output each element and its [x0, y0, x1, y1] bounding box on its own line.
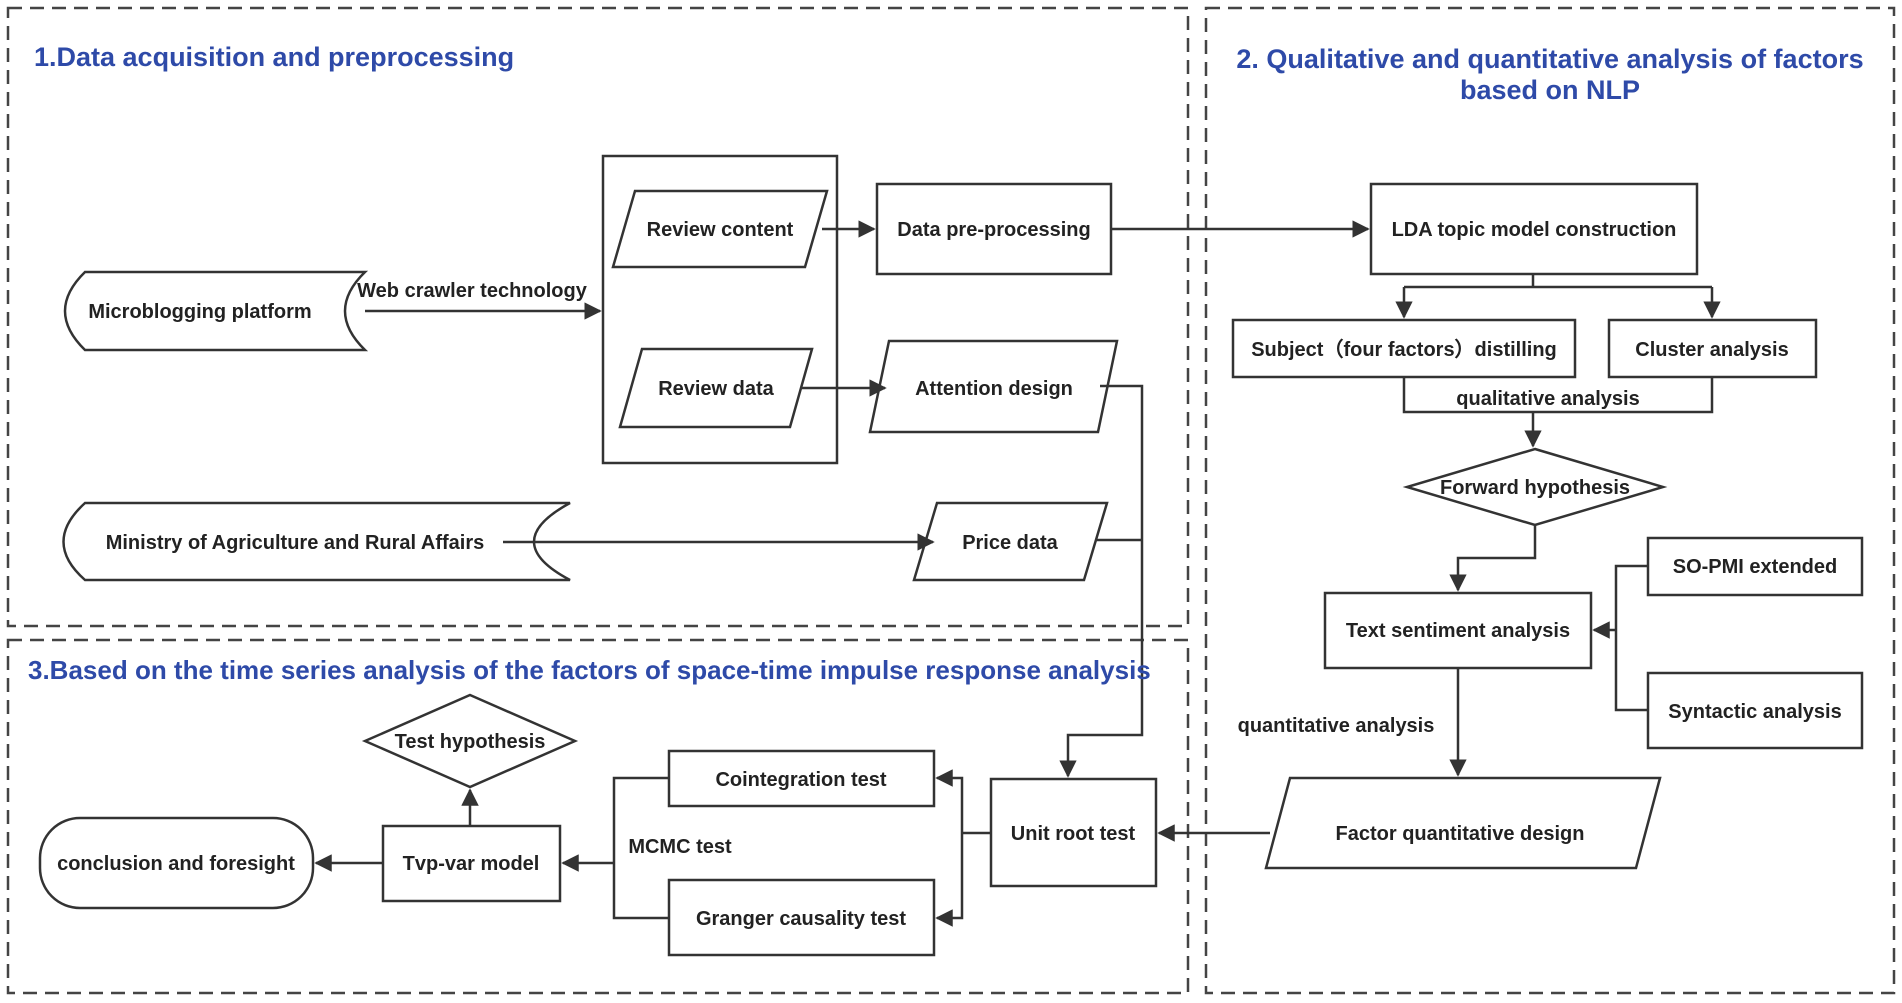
- edge-attention-unitroot: [1059, 384, 1144, 778]
- test-hypothesis-label: Test hypothesis: [395, 731, 546, 753]
- mcmc-label: MCMC test: [628, 836, 732, 858]
- cluster-analysis-label: Cluster analysis: [1635, 339, 1788, 361]
- review-content-label: Review content: [647, 219, 794, 241]
- edge-unitroot-cointegration: [935, 769, 964, 833]
- conclusion-shape: [38, 816, 315, 910]
- so-pmi-label: SO-PMI extended: [1673, 556, 1837, 578]
- section-3-box: [6, 638, 1190, 995]
- microblogging-platform-label: Microblogging platform: [88, 301, 311, 323]
- syntactic-analysis-label: Syntactic analysis: [1668, 701, 1841, 723]
- section-2-title-line2: based on NLP: [1459, 75, 1641, 105]
- section-2-title: 2. Qualitative and quantitative analysis…: [1210, 44, 1890, 106]
- forward-hypothesis-label: Forward hypothesis: [1440, 477, 1630, 499]
- conclusion-label: conclusion and foresight: [57, 853, 295, 875]
- data-preprocessing-label: Data pre-processing: [897, 219, 1090, 241]
- review-data-shape: [618, 347, 814, 429]
- qualitative-label: qualitative analysis: [1456, 388, 1639, 410]
- granger-shape: [667, 878, 936, 957]
- section-1-box: [6, 6, 1190, 628]
- cointegration-shape: [667, 749, 936, 808]
- price-data-shape: [912, 501, 1109, 582]
- edge-tests-join: [612, 776, 669, 920]
- tvp-var-label: Tvp-var model: [403, 853, 540, 875]
- ministry-shape: [62, 501, 571, 582]
- section-2-title-line1: 2. Qualitative and quantitative analysis…: [1236, 44, 1864, 74]
- attention-design-label: Attention design: [915, 378, 1073, 400]
- subject-distilling-shape: [1231, 318, 1577, 379]
- lda-label: LDA topic model construction: [1392, 219, 1677, 241]
- quantitative-label: quantitative analysis: [1238, 715, 1435, 737]
- attention-design-shape: [868, 339, 1119, 434]
- factor-quantitative-shape: [1264, 776, 1662, 870]
- cluster-analysis-shape: [1607, 318, 1818, 379]
- edge-forward-sentiment: [1449, 525, 1537, 592]
- price-data-label: Price data: [962, 532, 1058, 554]
- ministry-label: Ministry of Agriculture and Rural Affair…: [106, 532, 485, 554]
- section-3-title: 3.Based on the time series analysis of t…: [28, 655, 1151, 685]
- syntactic-analysis-shape: [1646, 671, 1864, 750]
- test-hypothesis-shape: [361, 693, 579, 789]
- subject-distilling-label: Subject（four factors）distilling: [1251, 338, 1557, 361]
- factor-quantitative-label: Factor quantitative design: [1336, 823, 1585, 845]
- section-1-title: 1.Data acquisition and preprocessing: [34, 42, 515, 72]
- microblogging-platform-shape: [63, 270, 369, 352]
- unit-root-shape: [989, 777, 1158, 888]
- data-preprocessing-shape: [875, 182, 1113, 276]
- granger-label: Granger causality test: [696, 908, 906, 930]
- review-content-shape: [611, 189, 829, 269]
- review-data-label: Review data: [658, 378, 774, 400]
- section-2-box: [1204, 6, 1896, 995]
- unit-root-label: Unit root test: [1011, 823, 1136, 845]
- web-crawler-label: Web crawler technology: [357, 280, 588, 302]
- lda-shape: [1369, 182, 1699, 276]
- edge-sopmi-syntactic: [1614, 564, 1648, 712]
- cointegration-label: Cointegration test: [715, 769, 886, 791]
- edge-qualitative-join: [1402, 377, 1714, 414]
- edge-unitroot-granger: [935, 833, 964, 927]
- text-sentiment-label: Text sentiment analysis: [1346, 620, 1570, 642]
